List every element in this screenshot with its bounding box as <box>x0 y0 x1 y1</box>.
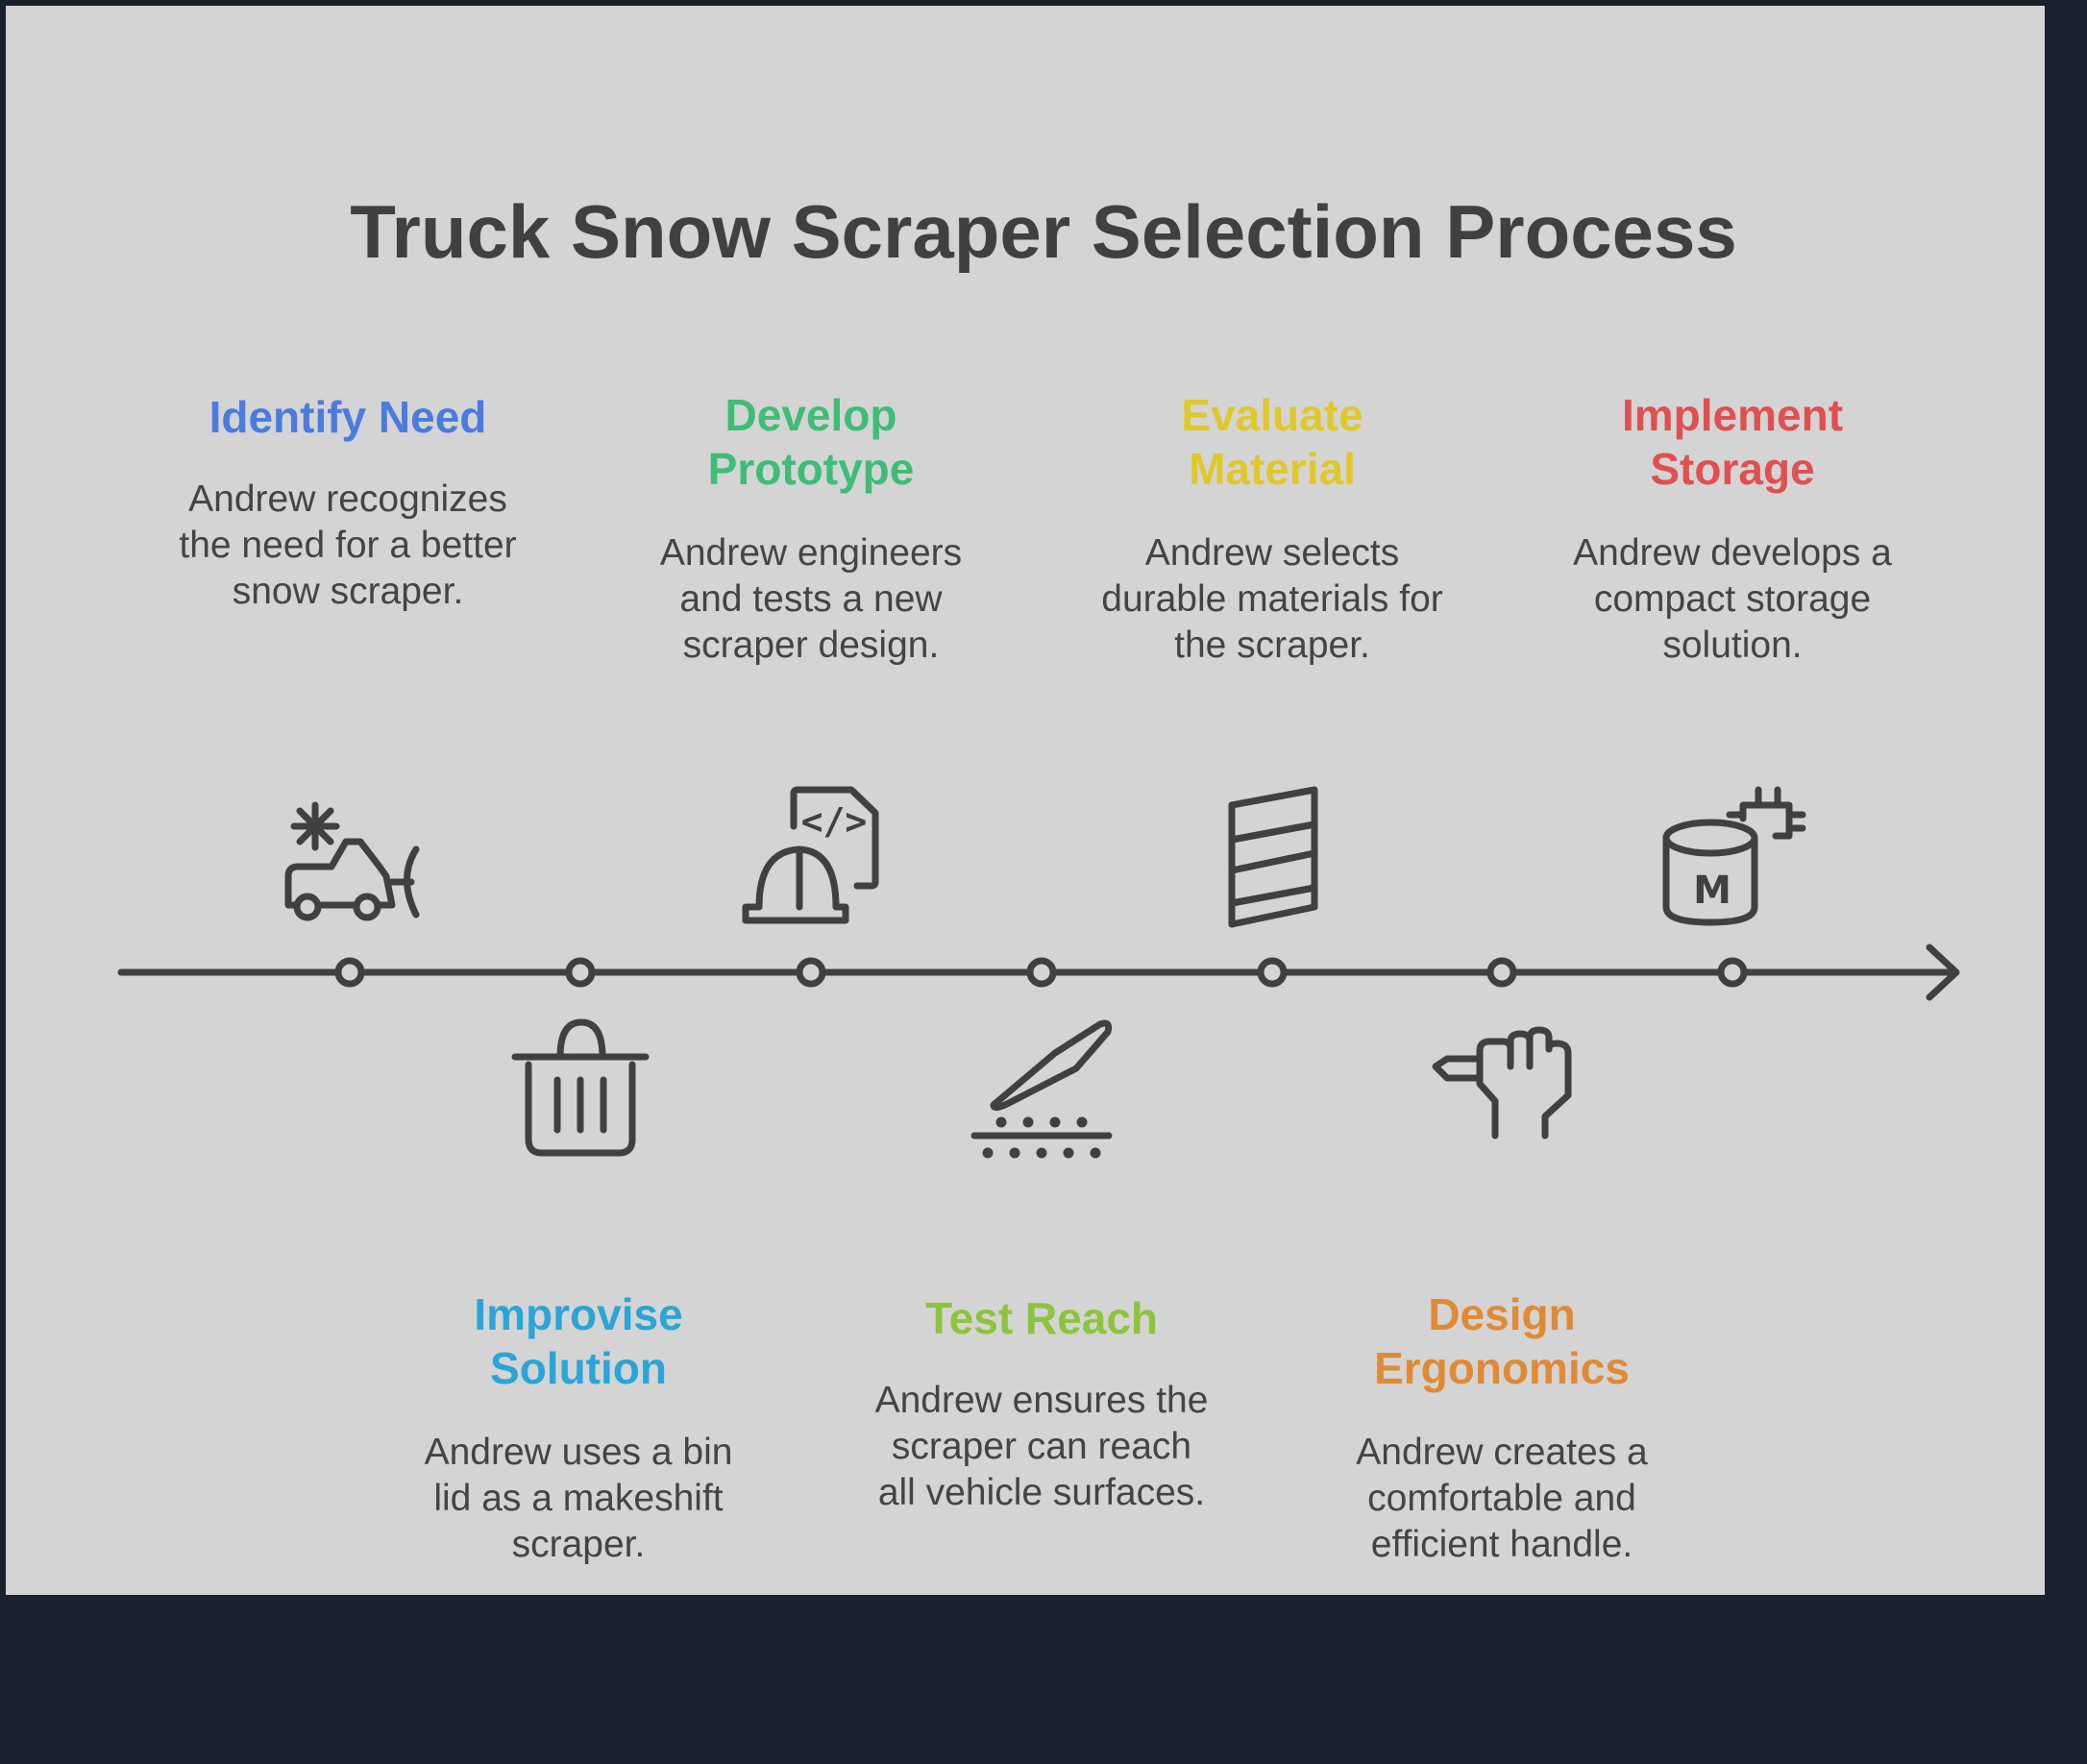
timeline-node-7 <box>1717 957 1748 988</box>
step-description: Andrew creates a comfortable and efficie… <box>1356 1432 1648 1565</box>
timeline-node-6 <box>1486 957 1517 988</box>
step-description: Andrew ensures the scraper can reach all… <box>874 1380 1209 1513</box>
material-stack-icon <box>1228 786 1318 928</box>
timeline-arrowhead <box>1926 943 1960 1001</box>
footer-band <box>0 1595 2087 1764</box>
trash-bin-icon <box>511 1018 650 1157</box>
timeline-node-5 <box>1257 957 1288 988</box>
truck-snowflake-icon <box>284 801 420 921</box>
step-identify-need: Identify Need Andrew recognizes the need… <box>156 390 540 615</box>
diagram-title: Truck Snow Scraper Selection Process <box>350 189 1737 274</box>
diagram-canvas <box>6 6 2045 1595</box>
step-label: Evaluate Material <box>1181 390 1363 494</box>
timeline-node-3 <box>796 957 826 988</box>
timeline-node-4 <box>1026 957 1057 988</box>
step-label: Develop Prototype <box>707 390 915 494</box>
timeline-node-1 <box>334 957 365 988</box>
scraper-blade-icon <box>970 1019 1113 1159</box>
step-label: Design Ergonomics <box>1374 1289 1630 1393</box>
step-description: Andrew engineers and tests a new scraper… <box>659 532 963 666</box>
timeline-node-2 <box>565 957 596 988</box>
step-develop-prototype: Develop Prototype Andrew engineers and t… <box>619 388 1003 669</box>
step-implement-storage: Implement Storage Andrew develops a comp… <box>1540 388 1925 669</box>
step-description: Andrew selects durable materials for the… <box>1101 532 1443 666</box>
step-label: Improvise Solution <box>474 1289 683 1393</box>
storage-cylinder-icon: M <box>1662 786 1806 926</box>
step-description: Andrew uses a bin lid as a makeshift scr… <box>424 1432 733 1565</box>
step-label: Test Reach <box>924 1293 1159 1343</box>
step-description: Andrew recognizes the need for a better … <box>179 478 517 612</box>
step-description: Andrew develops a compact storage soluti… <box>1573 532 1892 666</box>
engineer-code-icon: </> <box>742 786 879 924</box>
svg-text:M: M <box>1693 869 1731 913</box>
step-label: Identify Need <box>209 392 487 442</box>
svg-text:</>: </> <box>801 800 868 843</box>
hand-grip-icon <box>1432 1026 1572 1139</box>
step-label: Implement Storage <box>1621 390 1844 494</box>
step-test-reach: Test Reach Andrew ensures the scraper ca… <box>849 1291 1234 1516</box>
step-evaluate-material: Evaluate Material Andrew selects durable… <box>1080 388 1464 669</box>
step-improvise-solution: Improvise Solution Andrew uses a bin lid… <box>386 1287 771 1568</box>
step-design-ergonomics: Design Ergonomics Andrew creates a comfo… <box>1310 1287 1694 1568</box>
